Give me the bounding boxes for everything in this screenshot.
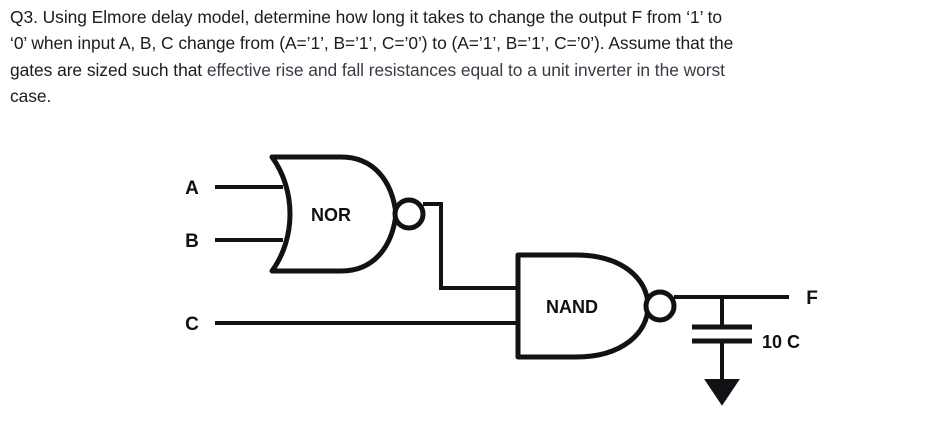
question-line-3-part-b: effective rise and fall resistances equa… [206,59,725,80]
capacitor-label: 10 C [762,332,800,352]
question-line-3: gates are sized such that effective rise… [10,57,930,83]
input-label-c: C [185,314,199,335]
question-line-3-part-a: gates are sized such that [10,59,207,80]
nand-gate-label: NAND [546,297,598,317]
nor-gate-label: NOR [311,205,351,225]
ground-arrow-icon [704,379,740,406]
output-label-f: F [806,288,818,309]
nand-gate-inversion-bubble [643,289,677,323]
input-label-a: A [185,178,199,199]
nor-gate-inversion-bubble [392,197,426,231]
question-line-1: Q3. Using Elmore delay model, determine … [10,7,723,27]
input-label-b: B [185,231,199,252]
question-text-block: Q3. Using Elmore delay model, determine … [10,4,930,110]
nor-gate-body [269,154,399,274]
question-line-4: case. [10,86,52,107]
question-line-2: ‘0’ when input A, B, C change from (A=’1… [10,33,734,54]
circuit-diagram: A B C NOR NAND F [0,138,937,433]
